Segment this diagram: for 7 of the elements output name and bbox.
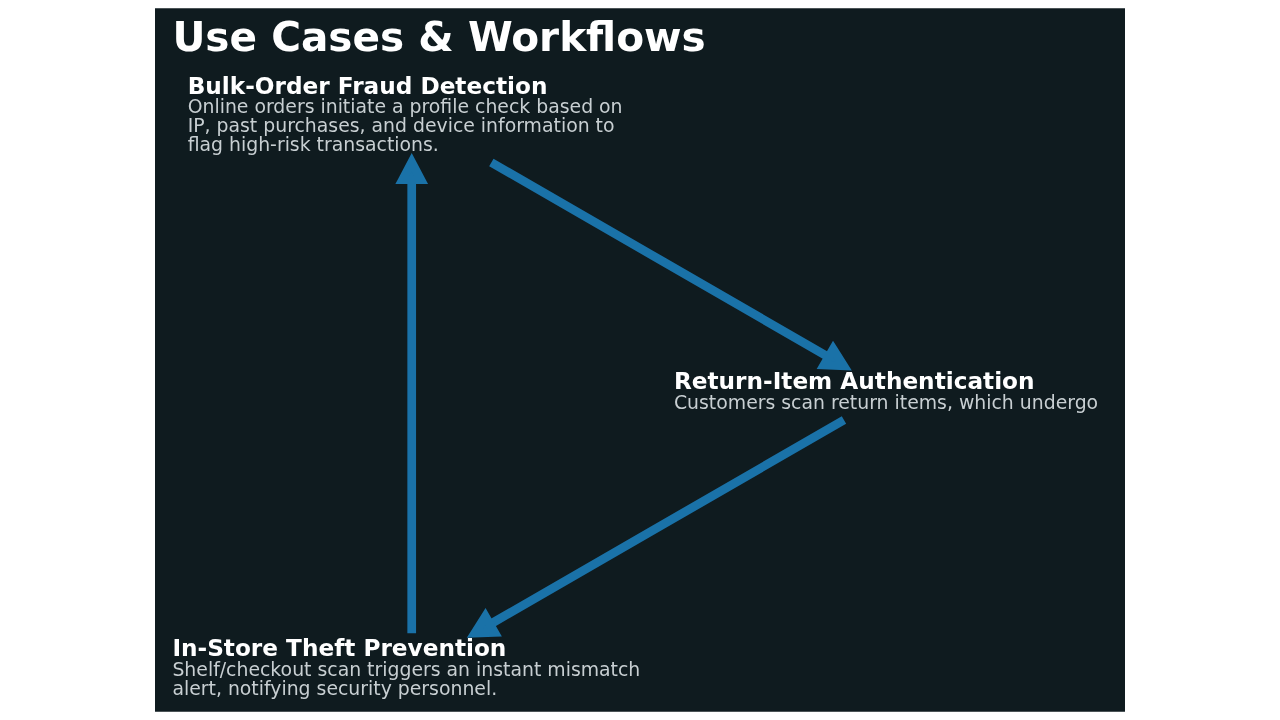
- node-text: In-Store Theft Prevention Shelf/checkout scan triggers an instant mismatch alert, notifying security personnel.: [172, 634, 641, 699]
- arrow: [395, 153, 429, 634]
- node-text: Bulk-Order Fraud Detection Online orders initiate a profile check based on IP, past purchases, and device information to flag high-risk transactions.: [187, 71, 623, 156]
- arrow: [466, 416, 847, 638]
- diagram-title: Use Cases & Workflows: [172, 13, 706, 61]
- node-text: Return-Item Authentication Customers scan return items, which undergo: [673, 367, 1099, 413]
- arrow: [489, 158, 852, 371]
